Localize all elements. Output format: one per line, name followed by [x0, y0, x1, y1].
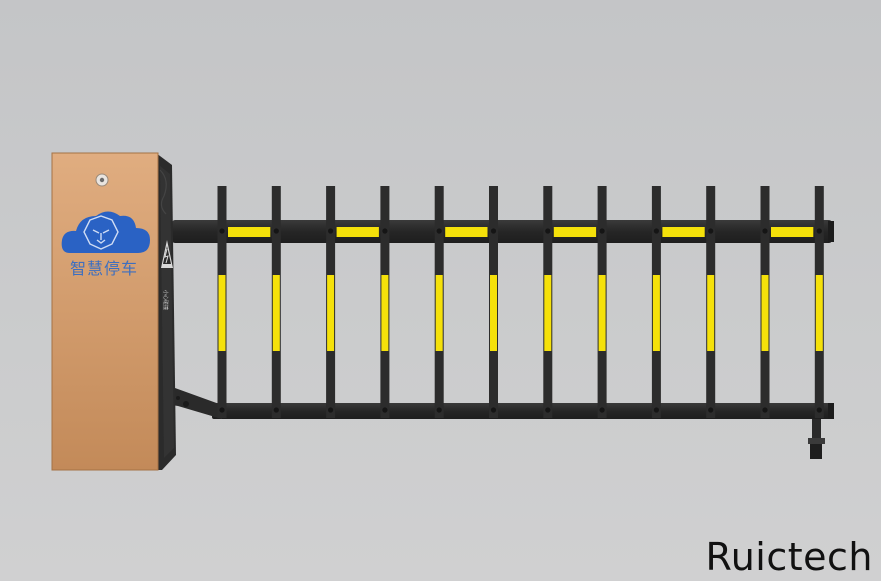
cabinet-side-label: 小心碰撞 — [162, 290, 169, 310]
rail-bolt — [436, 228, 442, 234]
rail-bolt — [273, 407, 279, 413]
lock-icon — [95, 173, 109, 187]
reflective-strip-vertical — [652, 275, 660, 351]
upper-rail-end-cap — [828, 221, 834, 242]
reflective-strip-vertical — [218, 275, 226, 351]
rail-bolt — [273, 228, 279, 234]
rail-bolt — [490, 228, 497, 234]
rail-bolt — [219, 407, 225, 413]
pickets — [217, 186, 834, 419]
reflective-strip-vertical — [815, 275, 823, 351]
reflective-strip-horizontal — [553, 227, 597, 237]
lion-cloud-logo — [61, 211, 150, 253]
linkage-bolt — [176, 396, 180, 400]
rail-bolt — [653, 407, 660, 413]
reflective-strip-vertical — [381, 275, 389, 351]
upper-rail — [172, 220, 832, 243]
reflective-strip-vertical — [544, 275, 552, 351]
support-foot — [810, 444, 822, 459]
cabinet-front-panel — [52, 153, 158, 470]
lower-rail-end-cap — [828, 403, 834, 419]
cabinet-brand-text: 智慧停车 — [70, 259, 138, 278]
linkage-bar — [165, 388, 222, 419]
reflective-strip-vertical — [435, 275, 443, 351]
rail-bolt — [436, 407, 442, 413]
reflective-strip-vertical — [327, 275, 335, 351]
reflective-strip-horizontal — [771, 227, 814, 237]
reflective-strip-vertical — [761, 275, 769, 351]
linkage-bolt — [183, 401, 189, 407]
rail-bolt — [219, 228, 225, 234]
rail-bolt — [816, 407, 822, 413]
rail-bolt — [653, 228, 660, 234]
rail-bolt — [382, 228, 388, 234]
fence-arm — [165, 186, 834, 459]
rail-bolt — [490, 407, 497, 413]
reflective-strip-horizontal — [228, 227, 271, 237]
rail-bolt — [328, 228, 334, 234]
high-voltage-warning-icon — [161, 240, 173, 268]
rail-bolt — [762, 407, 768, 413]
rail-bolt — [599, 407, 605, 413]
rail-bolt — [816, 228, 822, 234]
reflective-strip-vertical — [272, 275, 280, 351]
rail-bolt — [762, 228, 768, 234]
rail-bolt — [708, 228, 714, 234]
barrier-cabinet: 小心碰撞 智慧停车 — [51, 152, 176, 471]
reflective-strip-vertical — [490, 275, 497, 351]
lower-rail — [212, 403, 832, 419]
reflective-strip-horizontal — [445, 227, 488, 237]
rail-bolt — [708, 407, 714, 413]
support-joint — [808, 438, 825, 444]
rail-bolt — [599, 228, 605, 234]
support-leg — [812, 419, 821, 439]
rail-bolt — [545, 228, 551, 234]
rail-bolt — [545, 407, 551, 413]
cabinet-side-inset — [160, 166, 174, 458]
reflective-strip-horizontal — [662, 227, 705, 237]
rail-bolt — [382, 407, 388, 413]
watermark-text: Ruictech — [705, 535, 873, 579]
reflective-strip-vertical — [707, 275, 715, 351]
reflective-strip-horizontal — [336, 227, 379, 237]
reflective-strip-vertical — [598, 275, 606, 351]
rail-bolt — [328, 407, 334, 413]
side-decoration — [159, 169, 167, 215]
cabinet-front-border — [51, 152, 159, 471]
